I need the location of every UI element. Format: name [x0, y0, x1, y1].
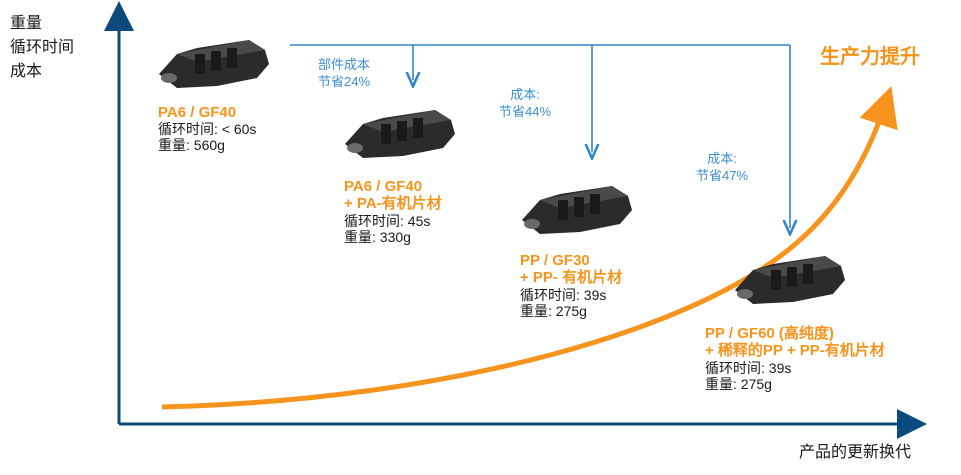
- saving-label-line: 部件成本: [318, 57, 371, 72]
- y-axis-label-line: 成本: [10, 63, 43, 80]
- saving-label-2: 成本: 节省44%: [499, 86, 551, 120]
- product-weight: 重量: 330g: [344, 228, 411, 245]
- product-name-addon: + PA-有机片材: [344, 195, 442, 213]
- productivity-curve: [161, 86, 898, 410]
- productivity-label: 生产力提升: [820, 46, 920, 68]
- product-name: PP / GF60 (高纯度): [705, 325, 834, 342]
- y-axis-label-line: 重量: [10, 15, 43, 32]
- product-cycle-time: 循环时间: 39s: [520, 286, 607, 303]
- product-image-3: [522, 186, 632, 234]
- product-image-2: [345, 110, 455, 158]
- saving-label-line: 成本:: [510, 87, 540, 102]
- product-image-4: [735, 256, 845, 304]
- y-axis-label: 重量 循环时间 成本: [10, 12, 74, 84]
- product-name-addon: + PP- 有机片材: [520, 269, 623, 287]
- product-name-addon: + 稀释的PP + PP-有机片材: [705, 342, 885, 360]
- product-weight: 重量: 275g: [705, 375, 772, 392]
- saving-label-line: 节省24%: [318, 74, 371, 89]
- product-cycle-time: 循环时间: 39s: [705, 359, 792, 376]
- saving-label-1: 部件成本 节省24%: [318, 56, 370, 90]
- saving-label-3: 成本: 节省47%: [696, 150, 748, 184]
- product-cycle-time: 循环时间: < 60s: [158, 121, 257, 138]
- x-axis-label: 产品的更新换代: [798, 444, 911, 461]
- product-block-4: PP / GF60 (高纯度) + 稀释的PP + PP-有机片材 循环时间: …: [705, 325, 885, 392]
- product-image-1: [159, 40, 269, 88]
- saving-label-line: 节省47%: [696, 168, 749, 183]
- product-block-3: PP / GF30 + PP- 有机片材 循环时间: 39s 重量: 275g: [520, 252, 622, 319]
- product-name: PA6 / GF40: [344, 178, 423, 195]
- saving-label-line: 节省44%: [499, 104, 552, 119]
- product-weight: 重量: 275g: [520, 302, 587, 319]
- y-axis-label-line: 循环时间: [10, 39, 75, 56]
- saving-label-line: 成本:: [707, 151, 737, 166]
- product-name: PA6 / GF40: [158, 104, 237, 121]
- product-weight: 重量: 560g: [158, 137, 225, 154]
- product-name: PP / GF30: [520, 252, 590, 269]
- product-block-2: PA6 / GF40 + PA-有机片材 循环时间: 45s 重量: 330g: [344, 178, 442, 245]
- product-block-1: PA6 / GF40 循环时间: < 60s 重量: 560g: [158, 104, 256, 153]
- product-cycle-time: 循环时间: 45s: [344, 212, 431, 229]
